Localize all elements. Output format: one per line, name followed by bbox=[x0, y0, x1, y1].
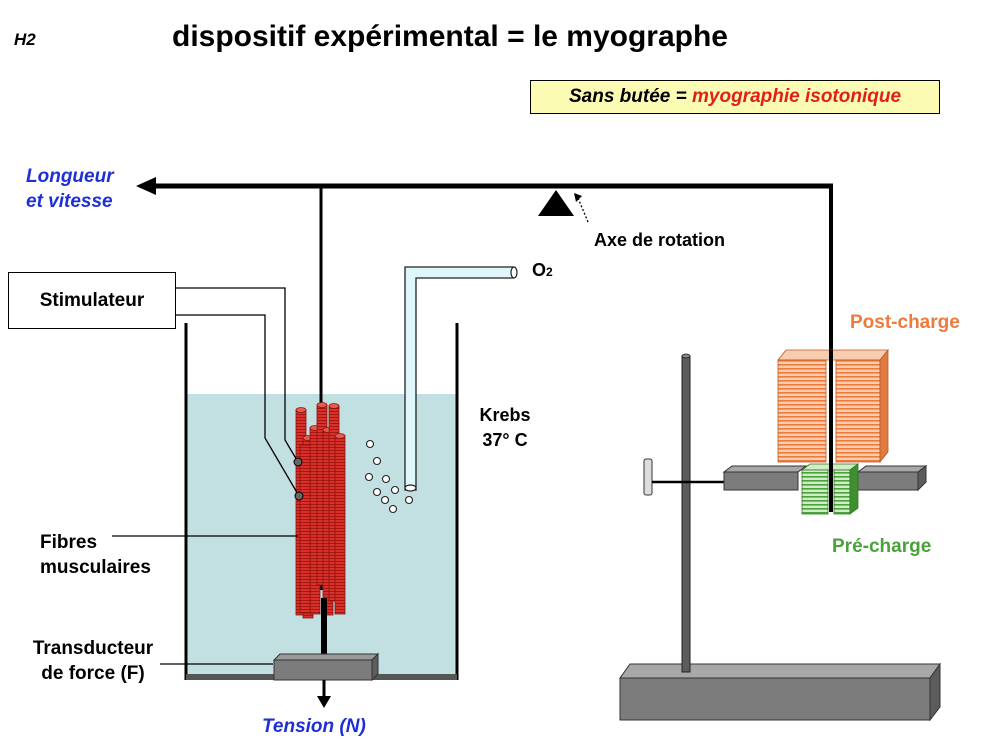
note-highlight: myographie isotonique bbox=[692, 86, 902, 107]
pre-charge-label: Pré-charge bbox=[832, 536, 932, 557]
krebs-label: Krebs 37° C bbox=[470, 403, 540, 453]
stimulateur-box: Stimulateur bbox=[8, 272, 176, 329]
fibres-line1: Fibres bbox=[40, 532, 98, 553]
o2-subscript: 2 bbox=[546, 265, 553, 279]
krebs-line2: 37° C bbox=[482, 430, 528, 450]
transducteur-line1: Transducteur bbox=[32, 638, 154, 659]
axe-pointer bbox=[577, 197, 589, 223]
transducteur-line2: de force (F) bbox=[41, 663, 145, 684]
pivot-triangle bbox=[538, 190, 574, 216]
o2-label: O2 bbox=[532, 258, 553, 285]
axe-pointer-head bbox=[574, 193, 582, 202]
longueur-line1: Longueur bbox=[26, 166, 114, 187]
axe-rotation-label: Axe de rotation bbox=[594, 230, 726, 250]
post-charge-weights bbox=[777, 348, 889, 464]
force-transducer bbox=[160, 598, 380, 708]
electrodes bbox=[293, 457, 304, 501]
stand-base bbox=[619, 662, 941, 722]
slide-id: H2 bbox=[14, 30, 36, 49]
transducteur-label: Transducteur de force (F) bbox=[18, 636, 168, 686]
fibres-line2: musculaires bbox=[40, 557, 151, 578]
tension-label: Tension (N) bbox=[262, 716, 366, 737]
muscle-fibres bbox=[295, 402, 346, 619]
krebs-line1: Krebs bbox=[479, 405, 531, 425]
stand-clamp bbox=[643, 458, 928, 496]
stimulator-wires bbox=[176, 287, 300, 497]
o2-text: O bbox=[532, 260, 547, 280]
tension-arrowhead bbox=[317, 696, 331, 708]
oxygen-tube bbox=[404, 266, 518, 492]
longueur-line2: et vitesse bbox=[26, 191, 113, 212]
oxygen-bubbles bbox=[364, 439, 414, 514]
longueur-label: Longueur et vitesse bbox=[26, 164, 114, 214]
note-prefix: Sans butée = bbox=[568, 86, 692, 107]
fibres-label: Fibres musculaires bbox=[40, 530, 151, 580]
longueur-arrowhead bbox=[136, 177, 156, 195]
page-title: dispositif expérimental = le myographe bbox=[172, 20, 728, 53]
post-charge-label: Post-charge bbox=[850, 312, 960, 333]
stand-rod bbox=[681, 353, 691, 673]
isotonic-note: Sans butée = myographie isotonique bbox=[530, 80, 940, 114]
pre-charge-weights bbox=[800, 463, 860, 515]
